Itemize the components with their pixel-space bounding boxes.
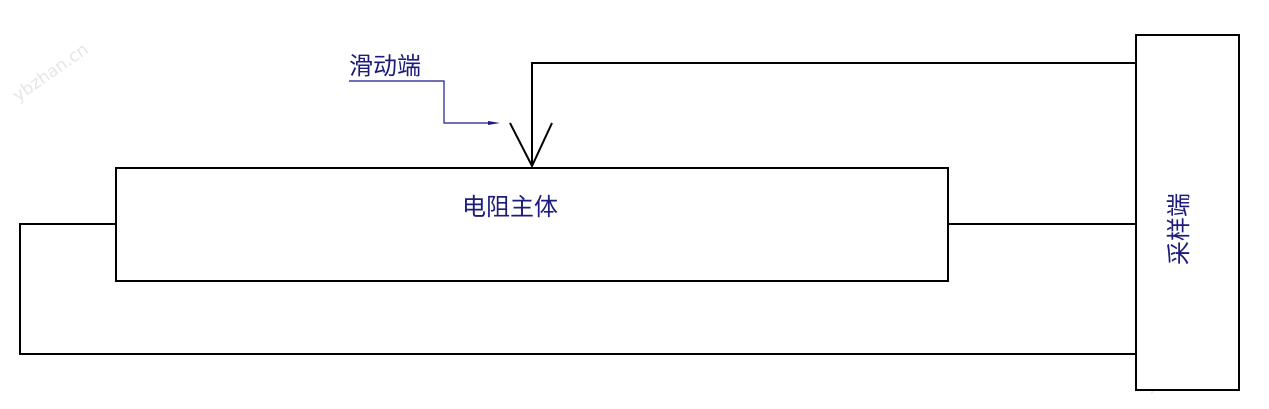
slider-label: 滑动端 <box>349 52 421 80</box>
sampling-end-box <box>1135 34 1240 391</box>
wiper-arrow <box>509 122 553 169</box>
wiper-wire <box>531 62 1136 166</box>
slider-leader-arrowhead <box>488 121 500 125</box>
watermark-top-left: ybzhan.cn <box>9 40 92 106</box>
bottom-loop-wire <box>19 223 1136 355</box>
resistor-body-label: 电阻主体 <box>462 193 558 221</box>
slider-leader-line <box>349 80 494 124</box>
resistor-body <box>115 167 949 282</box>
sampling-end-label: 采样端 <box>1165 193 1193 265</box>
